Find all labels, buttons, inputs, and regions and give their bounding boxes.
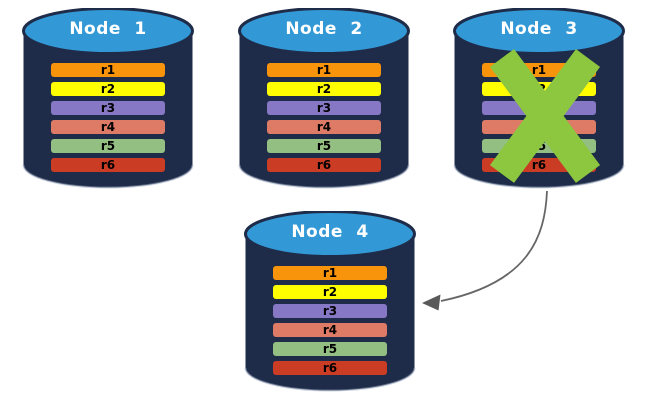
replica-rows: r1 r2 r3 r4 r5 r6 — [51, 63, 165, 172]
replica-row: r6 — [267, 158, 381, 172]
node-title: Node 2 — [285, 19, 363, 39]
cylinder-bottom-rim — [22, 164, 194, 189]
replica-row: r1 — [273, 266, 387, 280]
replica-row: r3 — [51, 101, 165, 115]
replica-row: r6 — [51, 158, 165, 172]
replica-row: r1 — [267, 63, 381, 77]
replica-row: r4 — [51, 120, 165, 134]
replica-row: r3 — [273, 304, 387, 318]
cylinder-top — [244, 211, 416, 258]
replica-row: r5 — [51, 139, 165, 153]
replica-row: r5 — [267, 139, 381, 153]
replica-row: r4 — [273, 323, 387, 337]
replica-rows: r1 r2 r3 r4 r5 r6 — [267, 63, 381, 172]
replica-row: r2 — [273, 285, 387, 299]
replica-rows: r1 r2 r3 r4 r5 r6 — [273, 266, 387, 375]
replica-row: r3 — [267, 101, 381, 115]
cylinder-top — [238, 8, 410, 55]
arrow-head — [422, 294, 441, 311]
node-title: Node 3 — [500, 19, 578, 39]
cylinder-bottom-rim — [238, 164, 410, 189]
cylinder-bottom-rim — [453, 164, 625, 189]
replica-row: r6 — [273, 361, 387, 375]
node-2: Node 2 r1 r2 r3 r4 r5 r6 — [238, 8, 410, 189]
replica-row: r2 — [267, 82, 381, 96]
cylinder-bottom-rim — [244, 367, 416, 392]
replica-row: r5 — [273, 342, 387, 356]
replica-row: r4 — [267, 120, 381, 134]
cylinder-top — [453, 8, 625, 55]
node-4: Node 4 r1 r2 r3 r4 r5 r6 — [244, 211, 416, 392]
cylinder-top — [22, 8, 194, 55]
node-1: Node 1 r1 r2 r3 r4 r5 r6 — [22, 8, 194, 189]
node-title: Node 4 — [291, 222, 369, 242]
node-title: Node 1 — [69, 19, 147, 39]
arrow-curve — [440, 190, 548, 302]
replica-row: r1 — [51, 63, 165, 77]
node-3: Node 3 r1 r2 r3 r4 r5 r6 — [453, 8, 625, 189]
x-mark-icon — [489, 49, 601, 183]
replica-row: r2 — [51, 82, 165, 96]
